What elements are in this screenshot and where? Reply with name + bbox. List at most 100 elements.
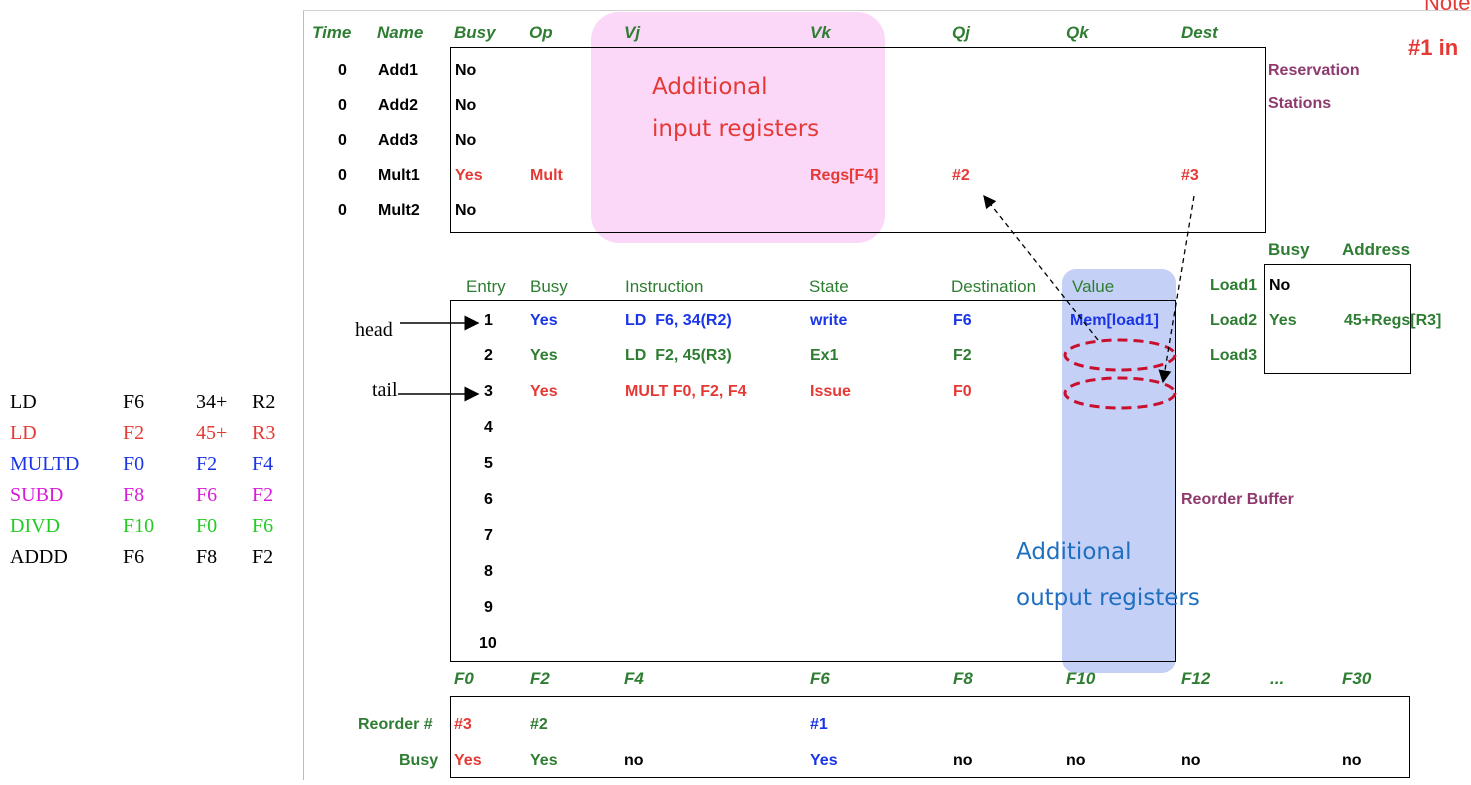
rs-header-qj: Qj <box>952 23 970 42</box>
reg-busy: no <box>953 752 973 769</box>
program-op: DIVD <box>10 515 60 537</box>
rob-entry: 3 <box>484 383 493 400</box>
rob-busy: Yes <box>530 383 558 400</box>
rob-state: write <box>810 312 848 329</box>
program-arg: 34+ <box>196 391 228 413</box>
program-op: ADDD <box>10 546 68 568</box>
rob-entry: 7 <box>484 527 493 544</box>
rs-busy: No <box>455 132 477 149</box>
reorder-buffer-label: Reorder Buffer <box>1181 491 1294 508</box>
reg-header: F12 <box>1181 669 1211 688</box>
program-arg: F2 <box>252 484 274 506</box>
rs-busy: No <box>455 62 477 79</box>
rs-time: 0 <box>338 97 347 114</box>
program-arg: 45+ <box>196 422 228 444</box>
rs-busy: Yes <box>455 167 483 184</box>
rob-entry: 4 <box>484 419 493 436</box>
rs-header-name: Name <box>377 23 424 42</box>
program-op: LD <box>10 422 37 444</box>
rob-value: Mem[load1] <box>1070 312 1159 329</box>
program-arg: F2 <box>123 422 145 444</box>
program-arg: F8 <box>123 484 145 506</box>
program-arg: R2 <box>252 391 276 413</box>
divider-line <box>303 10 304 780</box>
program-op: MULTD <box>10 453 80 475</box>
rob-header-entry: Entry <box>466 277 506 296</box>
input-registers-callout-line2: input registers <box>652 116 820 142</box>
reg-header: F6 <box>810 669 830 688</box>
rs-header-dest: Dest <box>1181 23 1218 42</box>
rs-name: Mult2 <box>378 202 420 219</box>
program-arg: F2 <box>252 546 274 568</box>
rs-label-line1: Reservation <box>1268 62 1360 79</box>
rs-busy: No <box>455 97 477 114</box>
note-label-line1: Note <box>1424 0 1471 15</box>
program-op: LD <box>10 391 37 413</box>
rob-entry: 10 <box>479 635 497 652</box>
reorder-row-label: Reorder # <box>358 716 433 733</box>
note-label-line2: #1 in <box>1408 35 1459 60</box>
program-arg: F4 <box>252 453 274 475</box>
reorder-buffer-box <box>450 300 1176 662</box>
rob-instruction: MULT F0, F2, F4 <box>625 383 747 400</box>
output-registers-callout-line2: output registers <box>1016 585 1200 611</box>
reg-busy: no <box>624 752 644 769</box>
rob-header-value: Value <box>1072 277 1115 296</box>
rob-value-slot-ellipse <box>1063 338 1177 372</box>
load-busy: No <box>1269 277 1291 294</box>
input-registers-highlight <box>591 12 885 243</box>
rob-entry: 6 <box>484 491 493 508</box>
rs-op: Mult <box>530 167 563 184</box>
load-buffers-box <box>1264 264 1411 374</box>
rob-instruction: LD F6, 34(R2) <box>625 312 732 329</box>
reg-header: F8 <box>953 669 973 688</box>
load-header-address: Address <box>1342 240 1411 259</box>
rob-value-slot-ellipse <box>1063 376 1177 410</box>
load-header-busy: Busy <box>1268 240 1310 259</box>
rs-header-vj: Vj <box>624 23 641 42</box>
rs-time: 0 <box>338 167 347 184</box>
tail-label: tail <box>372 379 398 401</box>
reg-busy: Yes <box>810 752 838 769</box>
reg-header: ... <box>1270 669 1285 688</box>
reg-reorder: #1 <box>810 716 828 733</box>
reservation-stations-box <box>450 47 1266 233</box>
load-busy: Yes <box>1269 312 1297 329</box>
rob-state: Issue <box>810 383 851 400</box>
rob-busy: Yes <box>530 312 558 329</box>
rs-time: 0 <box>338 132 347 149</box>
forwarding-arrow-dest <box>1158 195 1195 384</box>
program-arg: R3 <box>252 422 276 444</box>
reg-header: F30 <box>1342 669 1372 688</box>
rob-destination: F2 <box>953 347 972 364</box>
rob-destination: F0 <box>953 383 972 400</box>
rob-busy: Yes <box>530 347 558 364</box>
rob-entry: 8 <box>484 563 493 580</box>
reg-header: F0 <box>454 669 474 688</box>
rob-header-busy: Busy <box>530 277 568 296</box>
load-name: Load1 <box>1210 277 1258 294</box>
reg-header: F4 <box>624 669 644 688</box>
rs-name: Add3 <box>378 132 418 149</box>
reg-busy: Yes <box>454 752 482 769</box>
rs-header-time: Time <box>312 23 352 42</box>
rs-name: Mult1 <box>378 167 420 184</box>
program-op: SUBD <box>10 484 64 506</box>
rob-entry: 2 <box>484 347 493 364</box>
rs-header-busy: Busy <box>454 23 496 42</box>
reg-busy: Yes <box>530 752 558 769</box>
register-status-box <box>450 696 1410 778</box>
rs-vk: Regs[F4] <box>810 167 879 184</box>
rs-name: Add1 <box>378 62 418 79</box>
reg-reorder: #3 <box>454 716 472 733</box>
program-arg: F6 <box>252 515 274 537</box>
input-registers-callout-line1: Additional <box>652 74 768 100</box>
forwarding-arrow-qj <box>983 194 1099 341</box>
reg-header: F10 <box>1066 669 1096 688</box>
output-registers-callout-line1: Additional <box>1016 539 1132 565</box>
rob-instruction: LD F2, 45(R3) <box>625 347 732 364</box>
load-name: Load3 <box>1210 347 1258 364</box>
rob-header-destination: Destination <box>951 277 1037 296</box>
rob-header-state: State <box>809 277 849 296</box>
